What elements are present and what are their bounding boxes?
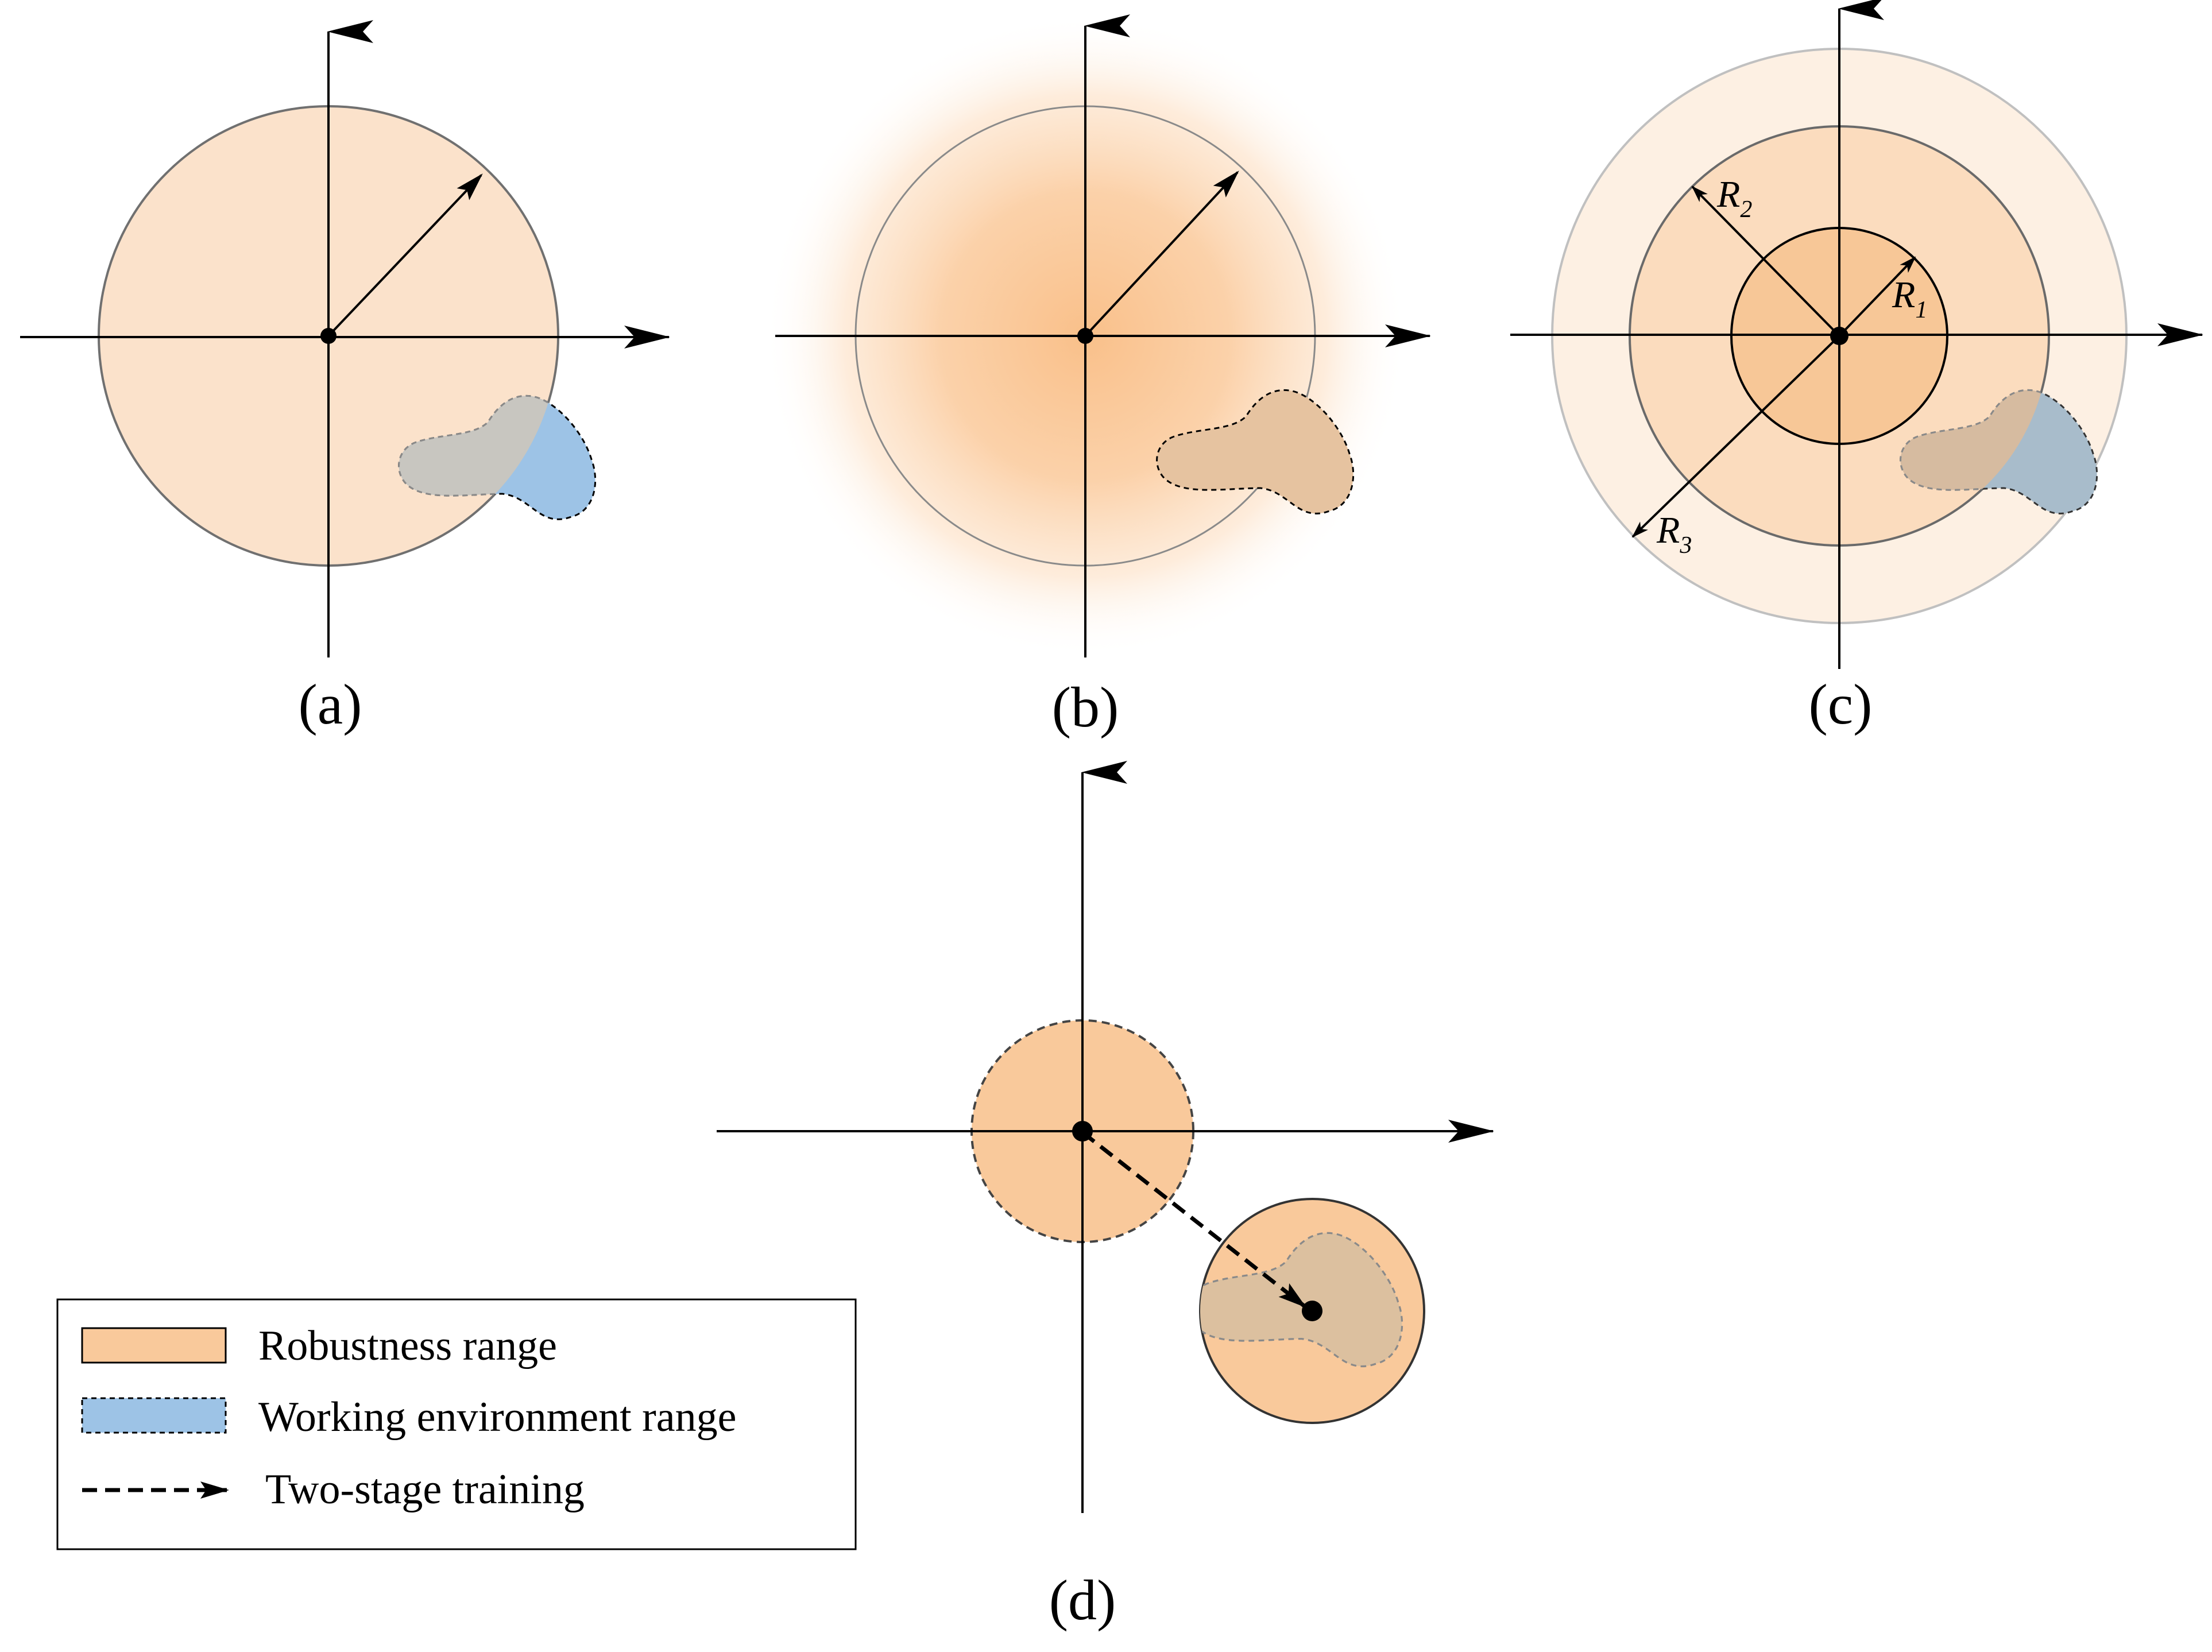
panel-b: (b) <box>764 14 1431 739</box>
legend-swatch-dashed <box>81 1397 227 1434</box>
panel-c: R1 R2 R3 (c) <box>1510 0 2203 736</box>
two-stage-training-arrow <box>1081 1131 1307 1308</box>
radius-arrow-r3 <box>1631 335 1840 538</box>
panel-d: (d) <box>717 761 1494 1632</box>
radius-arrow-r1 <box>1838 256 1916 337</box>
panel-caption: (b) <box>1052 675 1119 739</box>
legend-swatch-solid <box>81 1327 227 1364</box>
origin-point <box>1830 327 1849 345</box>
radius-arrow-r2 <box>1691 185 1840 337</box>
radius-arrow <box>327 173 483 337</box>
origin-point <box>320 328 337 344</box>
panel-caption: (d) <box>1049 1568 1116 1632</box>
legend: Robustness range Working environment ran… <box>56 1298 857 1550</box>
legend-label: Robustness range <box>258 1322 557 1369</box>
panel-caption: (a) <box>299 672 362 736</box>
radius-label-r3: R3 <box>1656 509 1692 559</box>
legend-item-two-stage-training: Two-stage training <box>82 1466 585 1513</box>
radius-arrow <box>1084 171 1239 337</box>
legend-label: Working environment range <box>258 1394 736 1441</box>
panel-caption: (c) <box>1809 672 1873 736</box>
origin-point <box>1077 328 1093 344</box>
radius-label-r2: R2 <box>1716 173 1752 223</box>
radius-label-r1: R1 <box>1892 274 1927 323</box>
legend-item-working-environment: Working environment range <box>81 1394 736 1441</box>
panel-a: (a) <box>20 20 670 736</box>
shifted-center-point <box>1302 1301 1322 1321</box>
origin-point <box>1072 1121 1093 1142</box>
legend-item-robustness: Robustness range <box>81 1322 557 1369</box>
legend-label: Two-stage training <box>265 1466 585 1513</box>
